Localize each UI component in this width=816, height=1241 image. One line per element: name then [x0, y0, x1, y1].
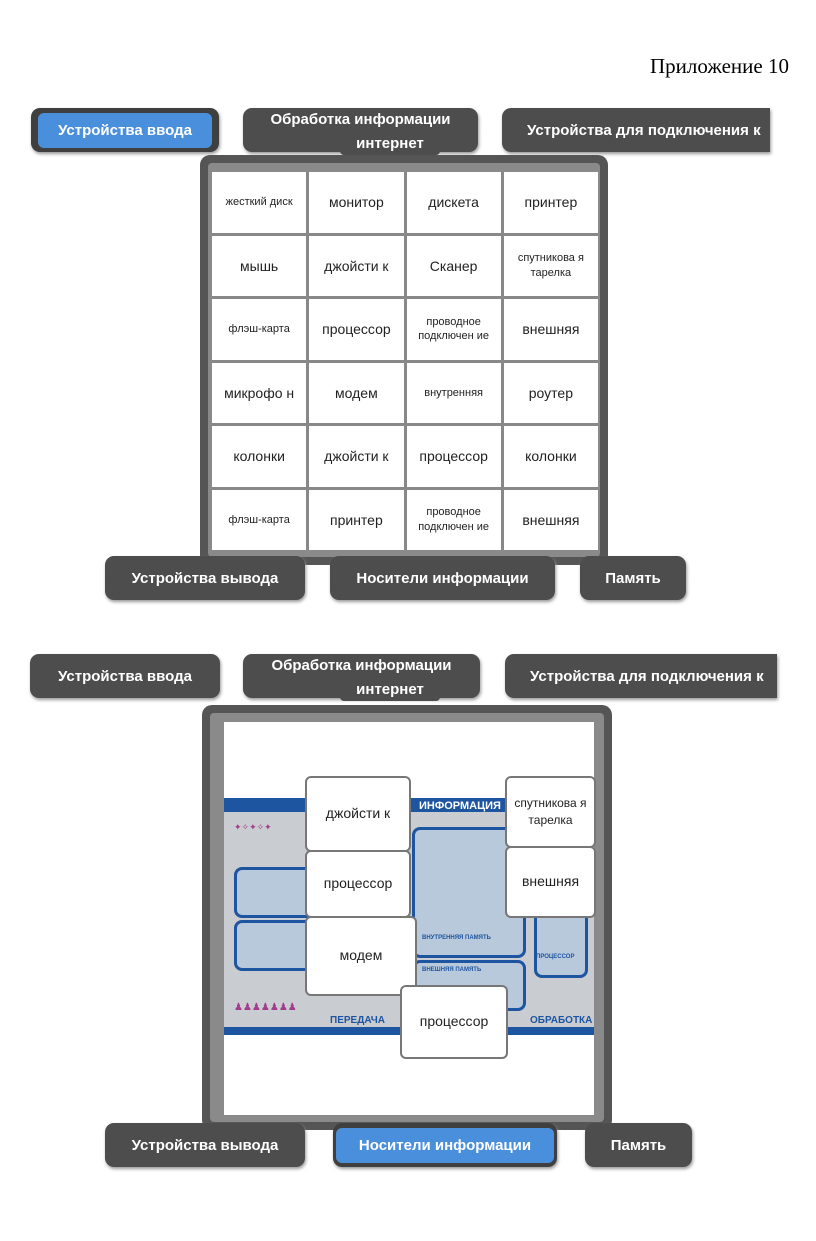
puzzle-piece[interactable]: спутникова я тарелка: [503, 235, 598, 296]
category-output-button[interactable]: Устройства вывода: [105, 1123, 305, 1167]
puzzle-piece[interactable]: внешняя: [503, 489, 598, 550]
people-icon: ✦✧✦✧✦: [234, 822, 272, 832]
puzzle-piece[interactable]: спутникова я тарелка: [505, 776, 596, 848]
category-internet-devices-button[interactable]: Устройства для подключения к: [505, 654, 777, 698]
category-memory-button[interactable]: Память: [580, 556, 686, 600]
puzzle-piece[interactable]: процессор: [400, 985, 508, 1059]
category-media-button[interactable]: Носители информации: [333, 1123, 557, 1167]
puzzle-piece[interactable]: джойсти к: [309, 235, 404, 296]
puzzle-piece[interactable]: модем: [309, 362, 404, 423]
category-output-button[interactable]: Устройства вывода: [105, 556, 305, 600]
external-memory-label: ВНЕШНЯЯ ПАМЯТЬ: [422, 967, 482, 973]
puzzle-piece[interactable]: внутренняя: [406, 362, 501, 423]
printer-box: [234, 920, 315, 971]
puzzle-piece[interactable]: принтер: [503, 172, 598, 233]
puzzle-piece[interactable]: джойсти к: [309, 426, 404, 487]
puzzle-piece[interactable]: проводное подключен ие: [406, 489, 501, 550]
puzzle-piece[interactable]: флэш-карта: [212, 299, 307, 360]
puzzle-piece[interactable]: внешняя: [503, 299, 598, 360]
puzzle-piece[interactable]: процессор: [305, 850, 411, 918]
puzzle-piece[interactable]: проводное подключен ие: [406, 299, 501, 360]
category-input-button[interactable]: Устройства ввода: [30, 654, 220, 698]
category-internet-tab[interactable]: интернет: [340, 131, 440, 155]
puzzle-piece[interactable]: микрофо н: [212, 362, 307, 423]
internal-memory-label: ВНУТРЕННЯЯ ПАМЯТЬ: [422, 935, 491, 941]
category-internet-tab[interactable]: интернет: [340, 677, 440, 701]
appendix-title: Приложение 10: [650, 54, 789, 78]
scanner-box: [234, 867, 315, 918]
puzzle-piece[interactable]: модем: [305, 916, 417, 996]
category-media-button[interactable]: Носители информации: [330, 556, 555, 600]
puzzle-piece[interactable]: процессор: [309, 299, 404, 360]
puzzle-piece[interactable]: колонки: [212, 426, 307, 487]
people-icon: ♟♟♟♟♟♟♟: [234, 1002, 297, 1013]
puzzle-piece[interactable]: флэш-карта: [212, 489, 307, 550]
puzzle-piece[interactable]: процессор: [406, 426, 501, 487]
processing-label: ОБРАБОТКА: [530, 1015, 593, 1026]
puzzle-piece[interactable]: мышь: [212, 235, 307, 296]
puzzle-piece[interactable]: роутер: [503, 362, 598, 423]
puzzle-piece[interactable]: колонки: [503, 426, 598, 487]
diagram-header: ИНФОРМАЦИЯ: [419, 800, 501, 812]
transfer-label: ПЕРЕДАЧА: [330, 1015, 386, 1026]
puzzle-piece[interactable]: джойсти к: [305, 776, 411, 852]
puzzle-piece[interactable]: внешняя: [505, 846, 596, 918]
puzzle-piece[interactable]: Сканер: [406, 235, 501, 296]
category-internet-devices-button[interactable]: Устройства для подключения к: [502, 108, 770, 152]
puzzle-piece[interactable]: монитор: [309, 172, 404, 233]
processor-label: ПРОЦЕССОР: [536, 954, 575, 960]
category-input-button[interactable]: Устройства ввода: [31, 108, 219, 152]
puzzle-piece[interactable]: жесткий диск: [212, 172, 307, 233]
puzzle-piece[interactable]: принтер: [309, 489, 404, 550]
category-memory-button[interactable]: Память: [585, 1123, 692, 1167]
puzzle-piece[interactable]: дискета: [406, 172, 501, 233]
